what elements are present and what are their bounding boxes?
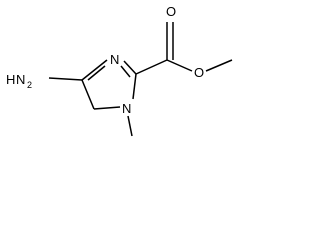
bond-c4-nh2 (48, 77, 83, 81)
atom-label-nh2-n: N (16, 72, 25, 87)
bond-c2-n3-double (120, 65, 131, 78)
atom-label-nh2-h: H (6, 72, 15, 87)
bond-n3-c4-double (87, 65, 106, 81)
atom-label-nh2-subscript: 2 (27, 80, 32, 90)
bond-n1-c2 (132, 73, 137, 100)
bond-c2-carbonyl-c (135, 59, 168, 75)
bond-n3-c4 (81, 59, 108, 81)
bond-o-methyl (205, 59, 233, 72)
bond-n1-methyl (127, 115, 133, 137)
bond-carbonyl-c-o-ester (166, 59, 193, 72)
chemical-structure: N O O H N 2 N (6, 4, 233, 137)
atom-label-n3: N (110, 52, 119, 67)
bond-c4-c5 (81, 79, 95, 110)
atom-label-o-ester: O (194, 65, 204, 80)
bond-c2-n3 (123, 60, 137, 75)
atom-label-n1: N (122, 101, 131, 116)
atom-label-o-carbonyl: O (166, 4, 176, 19)
bond-c5-n1 (93, 106, 121, 110)
